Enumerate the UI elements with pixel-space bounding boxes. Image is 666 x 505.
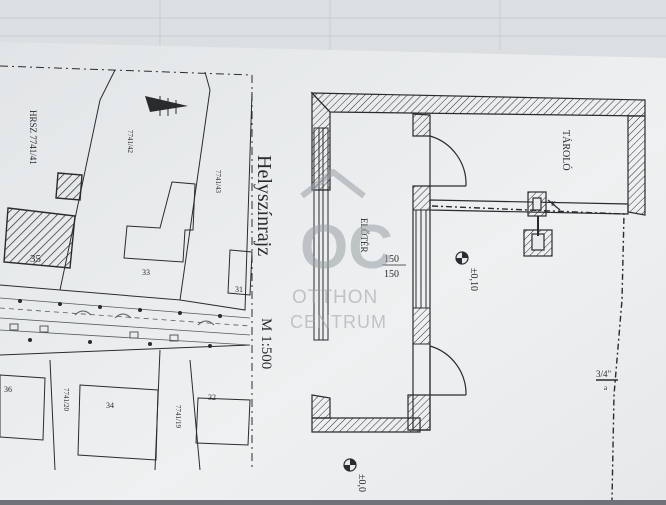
left-window (313, 127, 329, 341)
main-page (0, 42, 666, 500)
house-number-32: 32 (208, 393, 216, 402)
north-arrow-icon (145, 96, 188, 116)
floor-plan-labels: TÁROLÓ ELŐTÉR 150 150 ±0,10 ±0,0 3/4" a … (356, 130, 612, 492)
level-marker-outer-icon (343, 458, 357, 472)
parcel-label-7741-42: 7741/42 (126, 130, 134, 153)
meter-fixture (523, 191, 561, 257)
site-plan-scale: M 1:500 (258, 318, 274, 369)
site-plan-title: Helyszínrajz (253, 155, 275, 256)
building-31 (227, 249, 253, 296)
house-number-31: 31 (235, 285, 243, 294)
watermark-monogram: OC (300, 213, 393, 282)
house-number-35: 35 (30, 253, 42, 265)
house-number-36: 36 (4, 385, 12, 394)
house-number-33: 33 (142, 268, 150, 277)
parcel-label-7741-20: 7741/20 (62, 388, 70, 411)
utility-line (431, 205, 625, 501)
door-dimension-top: 150 (384, 254, 399, 265)
outbuilding (55, 172, 83, 201)
otthon-centrum-watermark: OC OTTHON CENTRUM (290, 169, 393, 332)
level-marker-icon (455, 251, 469, 265)
room-label-storage: TÁROLÓ (560, 130, 572, 171)
floor-plan (310, 91, 646, 501)
building-33 (123, 181, 196, 263)
level-outer: ±0,0 (356, 474, 367, 492)
building-34 (77, 384, 159, 461)
house-number-34: 34 (106, 401, 114, 410)
building-32 (195, 397, 251, 446)
upper-page-grid (0, 0, 666, 50)
pipe-label: 3/4" (596, 369, 612, 379)
building-36 (0, 374, 46, 441)
room-label-hall: ELŐTÉR (359, 218, 369, 253)
building-35 (3, 207, 76, 269)
level-inner: ±0,10 (468, 268, 479, 291)
parcel-label-hrsz: HRSZ 7741/41 (28, 110, 38, 165)
meter-label: K (551, 200, 556, 208)
watermark-line2: CENTRUM (290, 312, 387, 332)
site-plan-labels: HRSZ 7741/41 7741/42 7741/43 7741/20 774… (4, 110, 275, 428)
parcel-label-7741-19: 7741/19 (174, 405, 182, 428)
parcel-label-7741-43: 7741/43 (214, 170, 222, 193)
door-dimension-bottom: 150 (384, 269, 399, 280)
doors (429, 135, 467, 396)
pipe-sub-label: a (604, 384, 608, 392)
site-plan (0, 65, 253, 471)
partition-wall (412, 185, 431, 345)
watermark-line1: OTTHON (292, 287, 378, 308)
